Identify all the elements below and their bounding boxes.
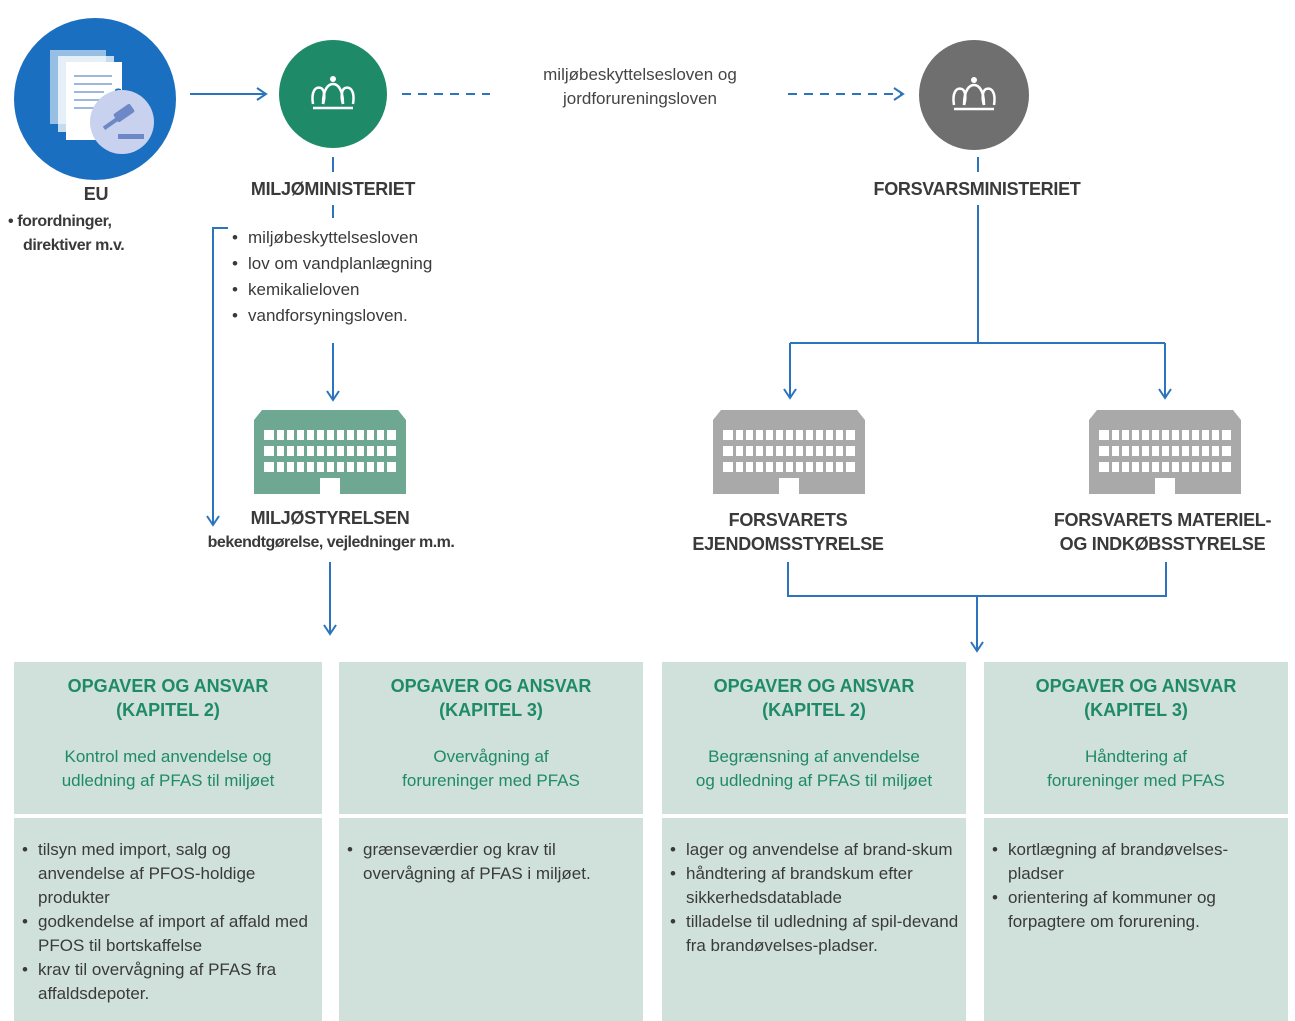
task-box-header: OPGAVER OG ANSVAR(KAPITEL 3) Overvågning… xyxy=(339,662,643,814)
task-box-header: OPGAVER OG ANSVAR(KAPITEL 2) Begrænsning… xyxy=(662,662,966,814)
task-list: kortlægning af brandøvelses-pladser orie… xyxy=(984,818,1288,934)
list-item: tilsyn med import, salg og anvendelse af… xyxy=(22,838,316,910)
forsvarets-ejendomsstyrelse-title: FORSVARETS EJENDOMSSTYRELSE xyxy=(692,510,884,554)
list-item: vandforsyningsloven. xyxy=(232,303,432,329)
list-item: grænseværdier og krav til overvågning af… xyxy=(347,838,637,886)
crown-icon xyxy=(311,76,355,110)
list-item: • forordninger, xyxy=(8,213,112,230)
miljoministeriet-title: MILJØMINISTERIET xyxy=(250,179,416,199)
forsvarsministeriet-circle xyxy=(919,40,1029,150)
list-item: direktiver m.v. xyxy=(23,237,125,254)
list-item: tilladelse til udledning af spil-devand … xyxy=(670,910,960,958)
box-title: OPGAVER OG ANSVAR(KAPITEL 3) xyxy=(1035,676,1237,720)
list-item: lager og anvendelse af brand-skum xyxy=(670,838,960,862)
list-item: kortlægning af brandøvelses-pladser xyxy=(992,838,1282,886)
forsvarets-materielstyrelse-title: FORSVARETS MATERIEL- OG INDKØBSSTYRELSE xyxy=(1053,510,1272,554)
eu-title: EU xyxy=(83,184,109,204)
task-list: grænseværdier og krav til overvågning af… xyxy=(339,818,643,886)
list-item: godkendelse af import af affald med PFOS… xyxy=(22,910,316,958)
building-icon xyxy=(713,410,865,494)
eu-items: • forordninger, direktiver m.v. xyxy=(8,210,125,258)
task-list: tilsyn med import, salg og anvendelse af… xyxy=(14,818,322,1006)
box-title: OPGAVER OG ANSVAR(KAPITEL 2) xyxy=(67,676,269,720)
forsvarsministeriet-title: FORSVARSMINISTERIET xyxy=(873,179,1081,199)
list-item: lov om vandplanlægning xyxy=(232,251,432,277)
arrow-bracket-to-miljostyrelsen xyxy=(206,227,228,527)
list-item: håndtering af brandskum efter sikkerheds… xyxy=(670,862,960,910)
list-item: kemikalieloven xyxy=(232,277,432,303)
shared-laws-label: miljøbeskyttelsesloven og jordforurening… xyxy=(543,65,737,108)
miljostyrelsen-subtitle: bekendtgørelse, vejledninger m.m. xyxy=(207,534,455,551)
legal-documents-icon: § xyxy=(50,50,154,154)
list-item: orientering af kommuner og forpagtere om… xyxy=(992,886,1282,934)
task-box-body: tilsyn med import, salg og anvendelse af… xyxy=(14,818,322,1021)
task-box-body: kortlægning af brandøvelses-pladser orie… xyxy=(984,818,1288,1021)
task-list: lager og anvendelse af brand-skum håndte… xyxy=(662,818,966,958)
task-box-body: grænseværdier og krav til overvågning af… xyxy=(339,818,643,1021)
list-item: krav til overvågning af PFAS fra affalds… xyxy=(22,958,316,1006)
list-item: miljøbeskyttelsesloven xyxy=(232,225,432,251)
crown-icon xyxy=(952,77,996,111)
task-box-header: OPGAVER OG ANSVAR(KAPITEL 2) Kontrol med… xyxy=(14,662,322,814)
task-box-body: lager og anvendelse af brand-skum håndte… xyxy=(662,818,966,1021)
box-title: OPGAVER OG ANSVAR(KAPITEL 3) xyxy=(390,676,592,720)
miljoministeriet-laws: miljøbeskyttelsesloven lov om vandplanlæ… xyxy=(232,225,432,329)
box-title: OPGAVER OG ANSVAR(KAPITEL 2) xyxy=(713,676,915,720)
building-icon xyxy=(1089,410,1241,494)
building-icon xyxy=(254,410,406,494)
miljostyrelsen-title: MILJØSTYRELSEN xyxy=(250,508,410,528)
eu-circle: § xyxy=(14,18,176,180)
miljoministeriet-circle xyxy=(279,40,387,148)
task-box-header: OPGAVER OG ANSVAR(KAPITEL 3) Håndtering … xyxy=(984,662,1288,814)
